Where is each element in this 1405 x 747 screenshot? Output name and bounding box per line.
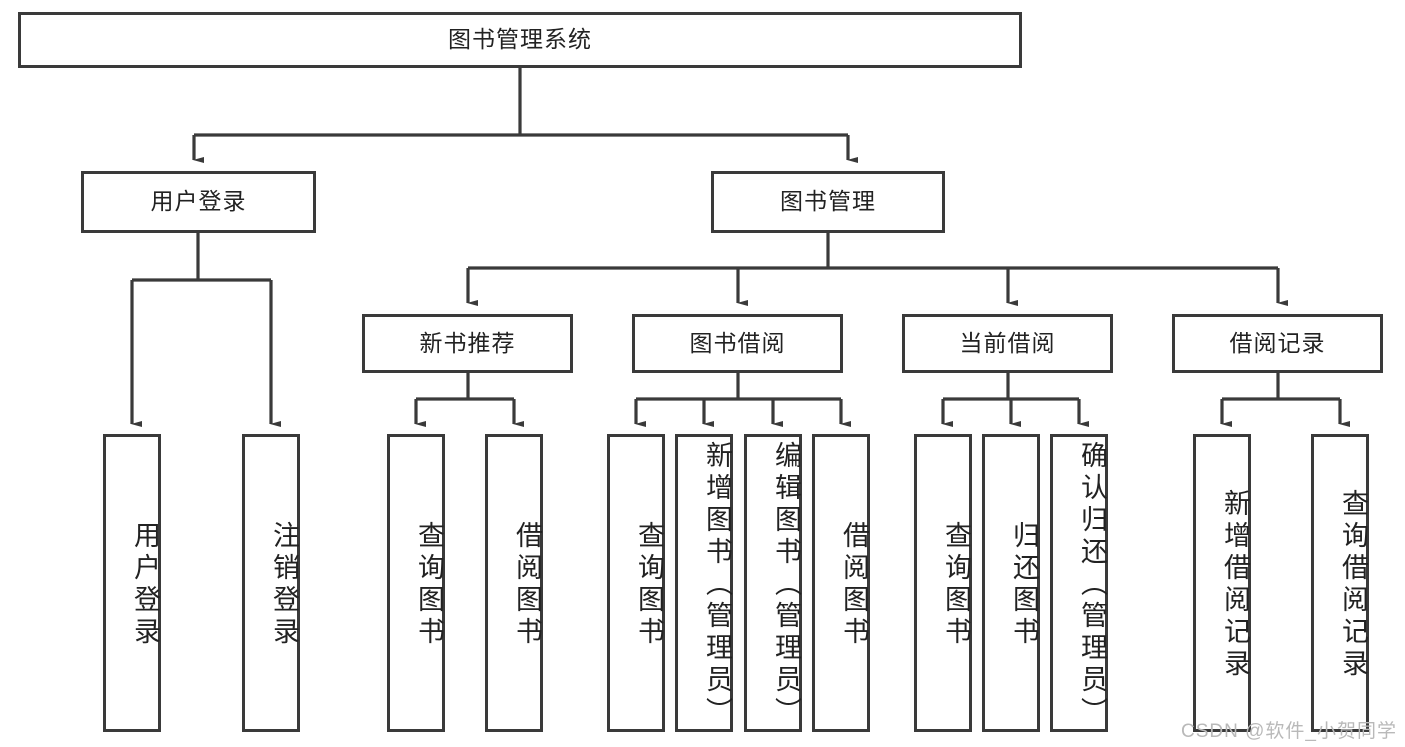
node-root-label: 图书管理系统 bbox=[448, 26, 592, 53]
node-user-login-label: 用户登录 bbox=[150, 188, 247, 215]
node-book-management[interactable]: 图书管理 bbox=[711, 171, 945, 233]
node-leaf-query-book-2-label: 查询图书 bbox=[634, 521, 664, 649]
node-leaf-add-record-label: 新增借阅记录 bbox=[1220, 489, 1250, 681]
node-book-management-label: 图书管理 bbox=[780, 188, 876, 215]
node-leaf-confirm-return[interactable]: 确认归还（管理员） bbox=[1050, 434, 1108, 732]
node-leaf-edit-book-label: 编辑图书（管理员） bbox=[771, 441, 801, 729]
node-leaf-add-record[interactable]: 新增借阅记录 bbox=[1193, 434, 1251, 732]
node-leaf-logout-login-label: 注销登录 bbox=[269, 521, 299, 649]
csdn-watermark: CSDN @软件_小贺同学 bbox=[1181, 721, 1397, 742]
node-root[interactable]: 图书管理系统 bbox=[18, 12, 1022, 68]
node-leaf-add-book-label: 新增图书（管理员） bbox=[702, 441, 732, 729]
node-leaf-query-record[interactable]: 查询借阅记录 bbox=[1311, 434, 1369, 732]
node-current-borrow-label: 当前借阅 bbox=[959, 329, 1056, 356]
node-leaf-add-book[interactable]: 新增图书（管理员） bbox=[675, 434, 733, 732]
node-new-book-recommend[interactable]: 新书推荐 bbox=[362, 314, 573, 373]
node-new-book-recommend-label: 新书推荐 bbox=[419, 329, 516, 356]
node-leaf-return-book[interactable]: 归还图书 bbox=[982, 434, 1040, 732]
node-leaf-query-record-label: 查询借阅记录 bbox=[1338, 489, 1368, 681]
node-leaf-borrow-book-1-label: 借阅图书 bbox=[512, 521, 542, 649]
node-current-borrow[interactable]: 当前借阅 bbox=[902, 314, 1113, 373]
node-leaf-borrow-book-2[interactable]: 借阅图书 bbox=[812, 434, 870, 732]
node-leaf-query-book-2[interactable]: 查询图书 bbox=[607, 434, 665, 732]
node-leaf-borrow-book-1[interactable]: 借阅图书 bbox=[485, 434, 543, 732]
node-leaf-query-book-3[interactable]: 查询图书 bbox=[914, 434, 972, 732]
node-book-borrow-label: 图书借阅 bbox=[689, 329, 786, 356]
node-leaf-return-book-label: 归还图书 bbox=[1009, 521, 1039, 649]
node-leaf-query-book-1[interactable]: 查询图书 bbox=[387, 434, 445, 732]
node-leaf-edit-book[interactable]: 编辑图书（管理员） bbox=[744, 434, 802, 732]
node-leaf-user-login-label: 用户登录 bbox=[130, 521, 160, 649]
node-leaf-borrow-book-2-label: 借阅图书 bbox=[839, 521, 869, 649]
node-user-login[interactable]: 用户登录 bbox=[81, 171, 316, 233]
node-leaf-logout-login[interactable]: 注销登录 bbox=[242, 434, 300, 732]
node-borrow-record[interactable]: 借阅记录 bbox=[1172, 314, 1383, 373]
node-borrow-record-label: 借阅记录 bbox=[1229, 329, 1326, 356]
node-leaf-query-book-1-label: 查询图书 bbox=[414, 521, 444, 649]
node-leaf-query-book-3-label: 查询图书 bbox=[941, 521, 971, 649]
node-leaf-confirm-return-label: 确认归还（管理员） bbox=[1077, 441, 1107, 729]
node-leaf-user-login[interactable]: 用户登录 bbox=[103, 434, 161, 732]
node-book-borrow[interactable]: 图书借阅 bbox=[632, 314, 843, 373]
